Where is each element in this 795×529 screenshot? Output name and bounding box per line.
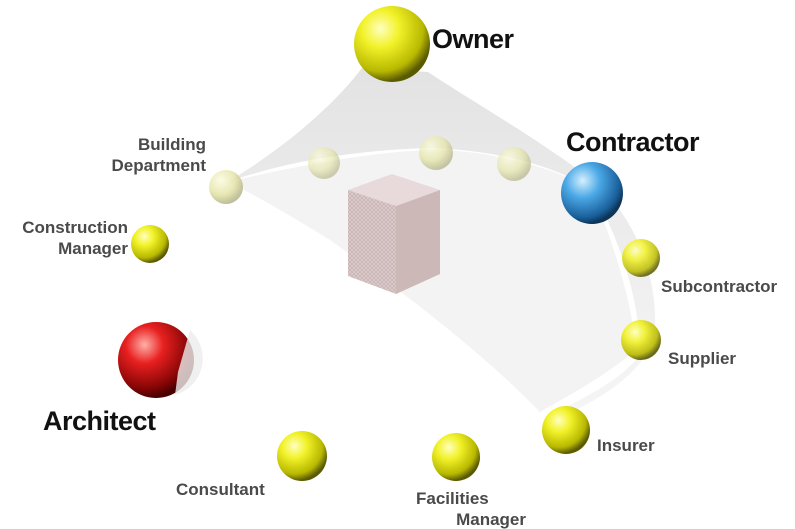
building-department-line1: Building — [138, 135, 206, 154]
construction-manager-sphere — [131, 225, 169, 263]
faint-sphere-3 — [497, 147, 531, 181]
building-department-sphere — [209, 170, 243, 204]
construction-manager-line1: Construction — [22, 218, 128, 237]
facilities-manager-line2: Manager — [456, 510, 526, 529]
supplier-sphere — [621, 320, 661, 360]
insurer-sphere — [542, 406, 590, 454]
veil-sheet — [228, 150, 636, 412]
contractor-label: Contractor — [566, 127, 700, 157]
supplier-label: Supplier — [668, 349, 737, 368]
construction-manager-label: Construction Manager — [8, 217, 128, 259]
consultant-label: Consultant — [176, 480, 265, 499]
architect-label: Architect — [43, 406, 156, 436]
contractor-sphere — [561, 162, 623, 224]
subcontractor-label: Subcontractor — [661, 277, 778, 296]
building-department-line2: Department — [111, 156, 206, 175]
subcontractor-sphere — [622, 239, 660, 277]
insurer-label: Insurer — [597, 436, 655, 455]
owner-label: Owner — [432, 24, 514, 54]
building-department-label: Building Department — [96, 134, 206, 176]
architect-sphere-shade — [175, 330, 203, 395]
facilities-manager-line1: Facilities — [416, 489, 489, 508]
faint-sphere-1 — [308, 147, 340, 179]
construction-manager-line2: Manager — [58, 239, 128, 258]
facilities-manager-sphere — [432, 433, 480, 481]
facilities-manager-label: Facilities Manager — [400, 488, 530, 529]
owner-sphere — [354, 6, 430, 82]
model-block — [348, 174, 440, 294]
architect-sphere — [118, 322, 194, 398]
faint-sphere-2 — [419, 136, 453, 170]
consultant-sphere — [277, 431, 327, 481]
